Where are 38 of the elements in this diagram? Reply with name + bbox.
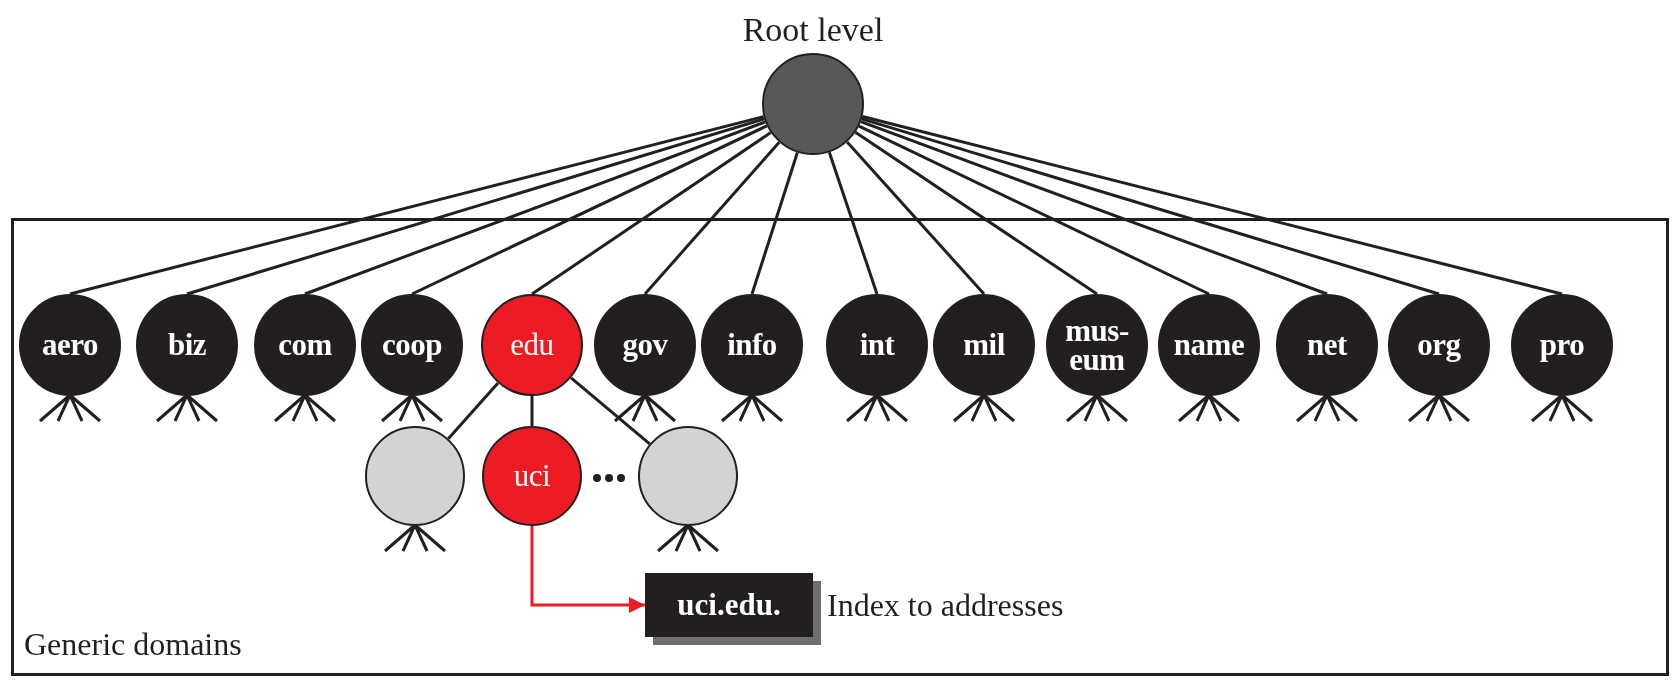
connector-line (827, 151, 879, 295)
domain-label: com (277, 330, 333, 360)
connector-line (570, 376, 651, 445)
connector-line (861, 117, 1440, 296)
group-label: Generic domains (24, 626, 242, 663)
connector-line (862, 115, 1563, 296)
connector-line (186, 117, 765, 296)
connector-line (531, 131, 772, 296)
connector-line (411, 124, 768, 296)
connector-line (750, 152, 799, 295)
connector-line (530, 396, 534, 426)
domain-label: edu (509, 330, 555, 360)
level-label: Root level (742, 11, 884, 49)
connector-line (846, 140, 986, 295)
connector-line (643, 141, 781, 295)
connector-line (858, 124, 1210, 296)
note-label: Index to addresses (827, 586, 1064, 624)
domain-group-frame (11, 218, 1669, 676)
domain-label: pro (1538, 330, 1586, 360)
connector-line (69, 115, 764, 296)
domain-label: org (1416, 330, 1462, 360)
domain-label: biz (166, 330, 208, 360)
connector-line (854, 131, 1098, 296)
arrow (530, 526, 645, 613)
domain-label: info (726, 330, 778, 360)
connector-line (304, 120, 766, 296)
address-label: uci.edu. (677, 587, 781, 623)
connector-line (447, 382, 500, 440)
domain-label: mil (962, 330, 1006, 360)
domain-label: uci (512, 461, 552, 491)
domain-label: int (858, 330, 896, 360)
connector-line (860, 120, 1328, 296)
domain-label: name (1172, 330, 1246, 360)
domain-label: mus- eum (1064, 315, 1130, 375)
domain-label: coop (381, 330, 443, 360)
domain-label: aero (41, 330, 99, 360)
domain-label: gov (621, 330, 669, 360)
domain-label: net (1306, 330, 1349, 360)
